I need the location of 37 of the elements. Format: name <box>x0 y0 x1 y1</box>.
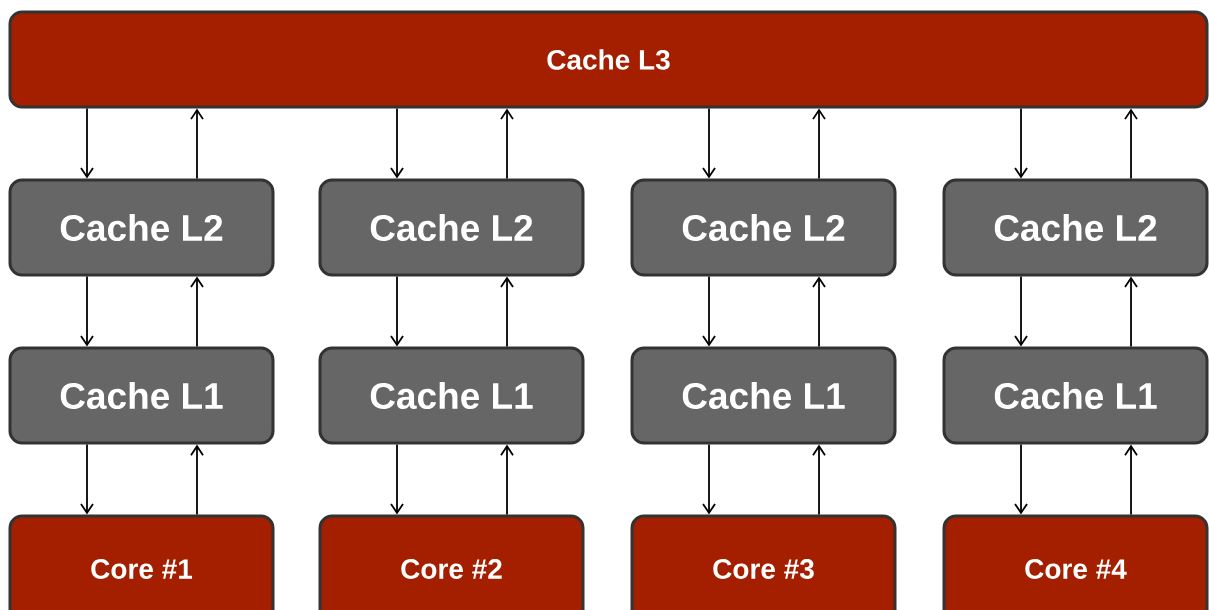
core-box: Core #1 <box>8 514 275 610</box>
arrow <box>80 275 94 347</box>
arrow <box>812 444 826 516</box>
arrow <box>1014 107 1028 179</box>
cache-box: Cache L2 <box>942 178 1209 277</box>
core-box: Core #2 <box>318 514 585 610</box>
cache-box: Cache L2 <box>318 178 585 277</box>
arrow <box>1124 444 1138 516</box>
arrow <box>80 443 94 515</box>
arrow <box>1014 443 1028 515</box>
arrow <box>1014 275 1028 347</box>
arrow <box>500 276 514 348</box>
arrow <box>702 107 716 179</box>
cache-box: Cache L2 <box>630 178 897 277</box>
arrow <box>80 107 94 179</box>
cache-box: Cache L1 <box>318 346 585 445</box>
core-box: Core #3 <box>630 514 897 610</box>
arrow <box>390 275 404 347</box>
arrow <box>190 444 204 516</box>
arrow <box>1124 276 1138 348</box>
arrow <box>190 108 204 180</box>
arrow <box>812 108 826 180</box>
cache-box: Cache L2 <box>8 178 275 277</box>
arrow <box>500 108 514 180</box>
arrow <box>390 107 404 179</box>
core-box: Core #4 <box>942 514 1209 610</box>
arrow <box>1124 108 1138 180</box>
cache-box: Cache L1 <box>942 346 1209 445</box>
cache-bar: Cache L3 <box>8 10 1209 109</box>
arrow <box>390 443 404 515</box>
arrow <box>500 444 514 516</box>
cache-box: Cache L1 <box>8 346 275 445</box>
arrow <box>702 275 716 347</box>
arrow <box>812 276 826 348</box>
cache-box: Cache L1 <box>630 346 897 445</box>
arrow <box>702 443 716 515</box>
arrow <box>190 276 204 348</box>
